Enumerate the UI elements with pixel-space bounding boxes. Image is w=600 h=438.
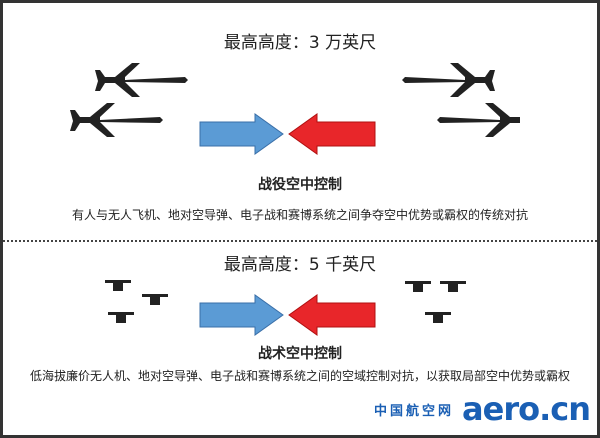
top-title: 战役空中控制 [258, 177, 342, 193]
bottom-altitude: 最高高度：5 千英尺 [223, 255, 377, 275]
fighter-jets-right-icon [402, 63, 520, 137]
top-altitude: 最高高度：3 万英尺 [223, 33, 377, 53]
red-arrow [288, 113, 376, 155]
logo-en-text: aero.cn [462, 390, 591, 428]
drones-left-icon [105, 280, 168, 323]
logo-cn-text: 中国航空网 [374, 403, 455, 419]
drones-right-icon [405, 281, 466, 323]
blue-arrow [199, 294, 284, 336]
bottom-desc: 低海拔廉价无人机、地对空导弹、电子战和赛博系统之间的空域控制对抗，以获取局部空中… [29, 369, 570, 383]
red-arrow [288, 294, 376, 336]
opposing-arrows-top [199, 113, 376, 155]
divider [3, 240, 597, 242]
aero-cn-logo: 中国航空网 aero.cn [374, 390, 591, 428]
blue-arrow [199, 113, 284, 155]
bottom-title: 战术空中控制 [258, 346, 342, 362]
top-desc: 有人与无人飞机、地对空导弹、电子战和赛博系统之间争夺空中优势或霸权的传统对抗 [71, 208, 528, 222]
fighter-jets-left-icon [70, 63, 188, 137]
opposing-arrows-bottom [199, 294, 376, 336]
